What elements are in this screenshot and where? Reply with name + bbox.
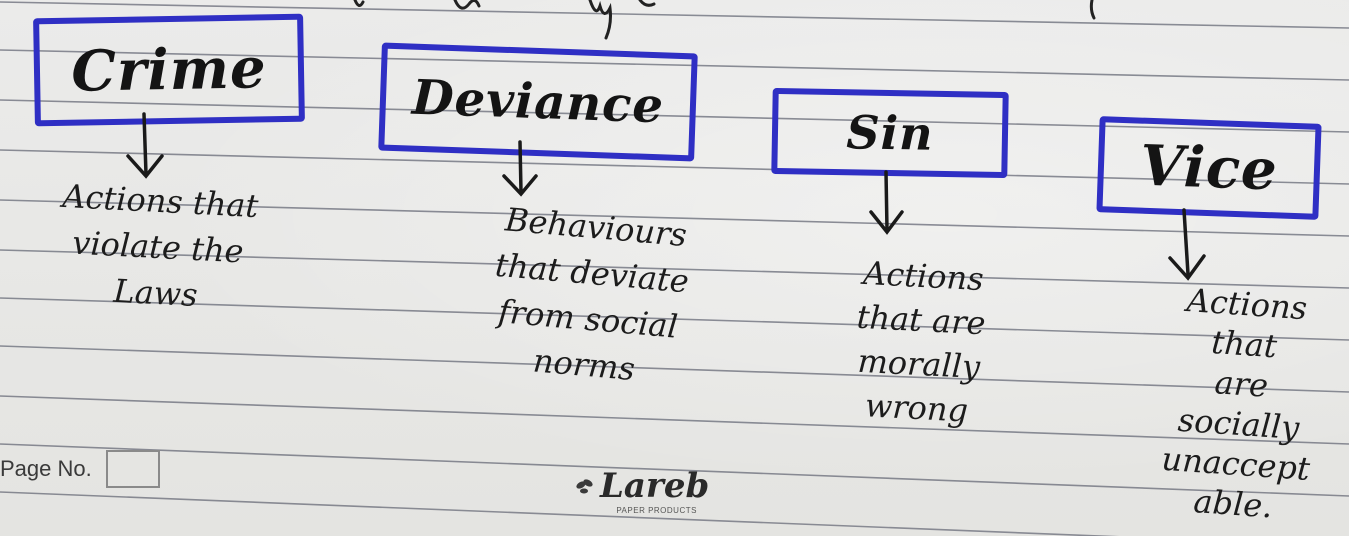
deviance-description: Behaviours that deviate from social norm…	[433, 191, 748, 400]
brand-name: Lareb	[600, 466, 710, 506]
vice-down-arrow-icon	[1168, 208, 1206, 281]
leaf-ornament-icon	[576, 479, 593, 494]
sin-down-arrow-icon	[869, 170, 904, 235]
brand-logo: Lareb PAPER PRODUCTS	[574, 466, 709, 515]
vice-title: Vice	[1139, 132, 1279, 204]
vice-description: Actions that are socially unaccept able.	[1132, 277, 1348, 530]
sin-description: Actions that are morally wrong	[816, 249, 1025, 435]
page-number-label: Page No.	[0, 456, 92, 481]
deviance-title: Deviance	[411, 69, 665, 135]
sin-box: Sin	[771, 87, 1009, 179]
deviance-down-arrow-icon	[502, 140, 538, 197]
crime-description: Actions that violate the Laws	[5, 170, 312, 324]
crime-box: Crime	[33, 13, 305, 127]
brand-subtitle: PAPER PRODUCTS	[616, 506, 697, 515]
sin-title: Sin	[845, 105, 935, 161]
page-number-box	[105, 450, 160, 488]
page-number-field: Page No.	[0, 450, 160, 488]
crime-title: Crime	[70, 35, 268, 105]
crime-down-arrow-icon	[126, 112, 164, 179]
vice-box: Vice	[1096, 116, 1322, 220]
